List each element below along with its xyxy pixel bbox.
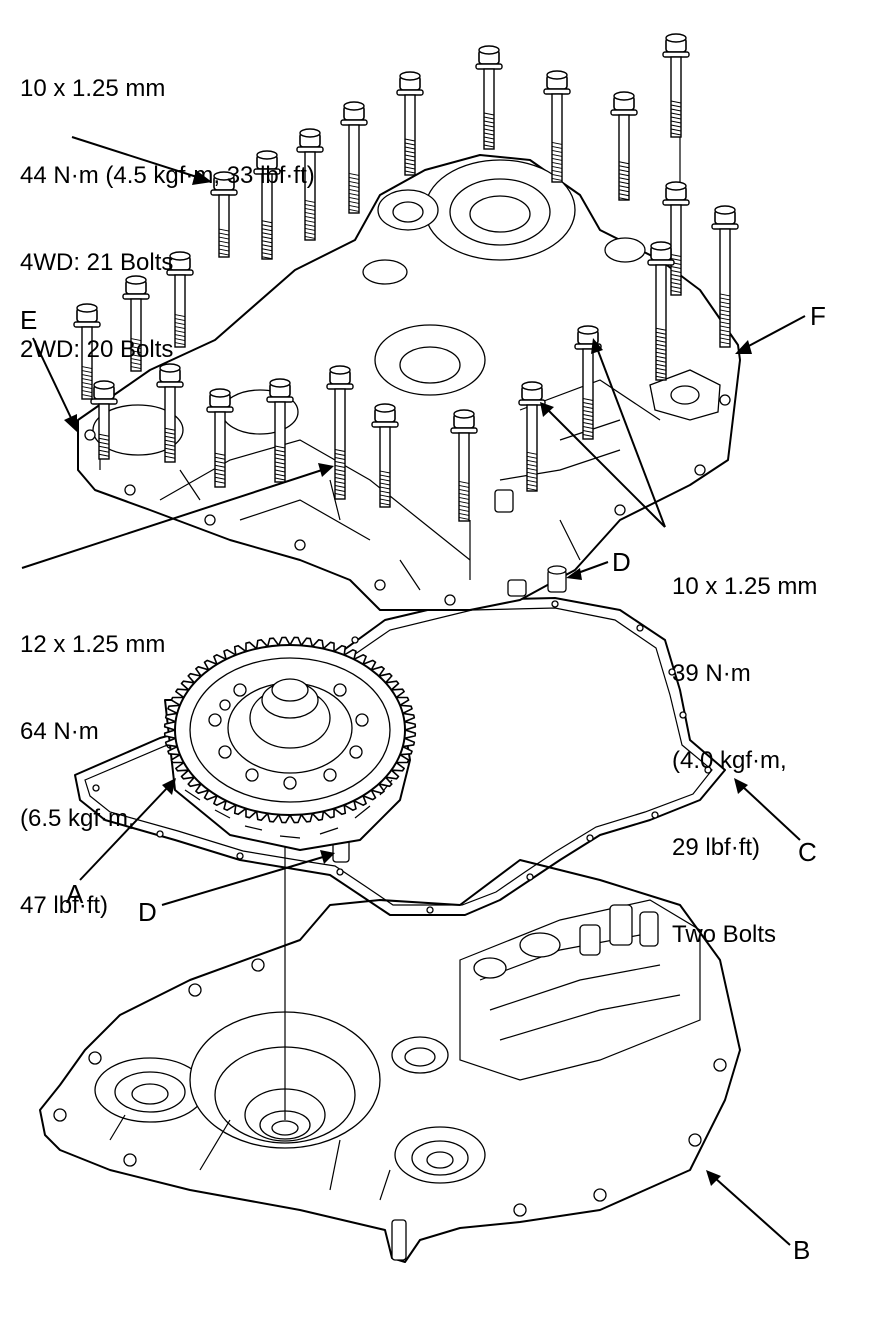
case-bolts xyxy=(73,33,739,522)
bolt xyxy=(662,181,690,296)
top-bolts-2wd-count: 2WD: 20 Bolts xyxy=(20,336,174,363)
long-bolts-callout: 12 x 1.25 mm 64 N·m (6.5 kgf·m, 47 lbf·f… xyxy=(20,572,165,949)
bolt xyxy=(475,45,503,150)
top-bolts-4wd-count: 4WD: 21 Bolts xyxy=(20,249,174,276)
bolt xyxy=(206,388,234,488)
case-gasket xyxy=(74,597,726,916)
two-bolts-size: 10 x 1.25 mm xyxy=(672,573,818,600)
bolt xyxy=(266,378,294,483)
two-bolts-torque-lbf: 29 lbf·ft) xyxy=(672,834,761,861)
bolt xyxy=(253,150,281,260)
bolt xyxy=(543,70,571,183)
bolt xyxy=(326,365,354,500)
label-d-lower: D xyxy=(138,897,157,927)
label-e: E xyxy=(20,305,38,335)
bolt xyxy=(711,205,739,348)
top-bolts-callout: 10 x 1.25 mm 44 N·m (4.5 kgf·m, 33 lbf·f… xyxy=(20,16,315,393)
bolt xyxy=(518,381,546,492)
differential-gear-assembly xyxy=(163,636,417,851)
label-a: A xyxy=(66,879,84,909)
two-bolts-callout: 10 x 1.25 mm 39 N·m (4.0 kgf·m, 29 lbf·f… xyxy=(672,514,817,978)
bolt xyxy=(662,33,690,138)
long-bolts-torque-kgf: (6.5 kgf·m, xyxy=(20,805,135,832)
label-b: B xyxy=(793,1235,811,1265)
bolt xyxy=(371,403,399,508)
bolt xyxy=(210,171,238,258)
bolt xyxy=(73,303,101,400)
two-bolts-count: Two Bolts xyxy=(672,921,777,948)
bolt xyxy=(166,251,194,348)
bolt xyxy=(90,380,118,460)
long-bolts-torque: 64 N·m xyxy=(20,718,99,745)
long-bolts-torque-lbf: 47 lbf·ft) xyxy=(20,892,109,919)
bolt xyxy=(647,241,675,381)
long-bolts-size: 12 x 1.25 mm xyxy=(20,631,166,658)
leader-lines xyxy=(21,136,806,1246)
bolt xyxy=(396,71,424,176)
label-f: F xyxy=(810,301,826,331)
bolt xyxy=(450,409,478,522)
two-bolts-torque-kgf: (4.0 kgf·m, xyxy=(672,747,787,774)
top-bolts-torque: 44 N·m (4.5 kgf·m, 33 lbf·ft) xyxy=(20,162,315,189)
label-c: C xyxy=(798,837,817,867)
label-d-upper: D xyxy=(612,547,631,577)
bolt xyxy=(610,91,638,201)
bolt xyxy=(296,128,324,241)
bolt xyxy=(122,275,150,372)
bolt xyxy=(340,101,368,214)
bolt xyxy=(574,325,602,440)
two-bolts-torque: 39 N·m xyxy=(672,660,751,687)
bolt xyxy=(156,363,184,463)
top-bolts-size: 10 x 1.25 mm xyxy=(20,75,166,102)
